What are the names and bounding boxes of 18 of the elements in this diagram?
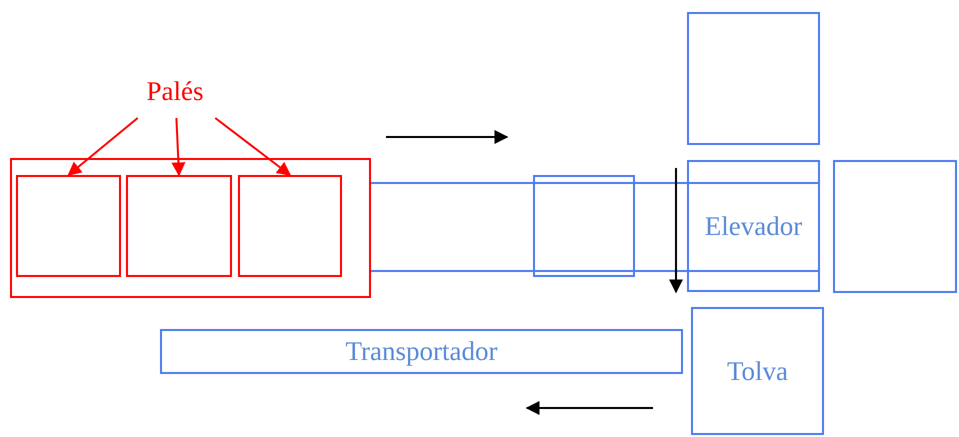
- outline-box: [238, 175, 342, 277]
- box-label: Tolva: [726, 356, 788, 386]
- outline-box: [16, 175, 121, 277]
- arrow: [214, 117, 292, 176]
- equipment-box: [160, 329, 683, 374]
- group-label: Palés: [125, 76, 225, 116]
- conveyor-belt: [371, 182, 820, 272]
- outline-box: [833, 160, 957, 293]
- arrow: [67, 117, 138, 176]
- outline-box: [687, 12, 820, 145]
- outline-box: [10, 158, 371, 298]
- arrow: [171, 118, 186, 176]
- box-label: Elevador: [704, 210, 802, 242]
- equipment-box: [691, 307, 824, 435]
- box-label: Transportador: [346, 336, 498, 367]
- outline-box: [126, 175, 232, 277]
- equipment-box: [687, 160, 820, 292]
- outline-box: [533, 175, 635, 277]
